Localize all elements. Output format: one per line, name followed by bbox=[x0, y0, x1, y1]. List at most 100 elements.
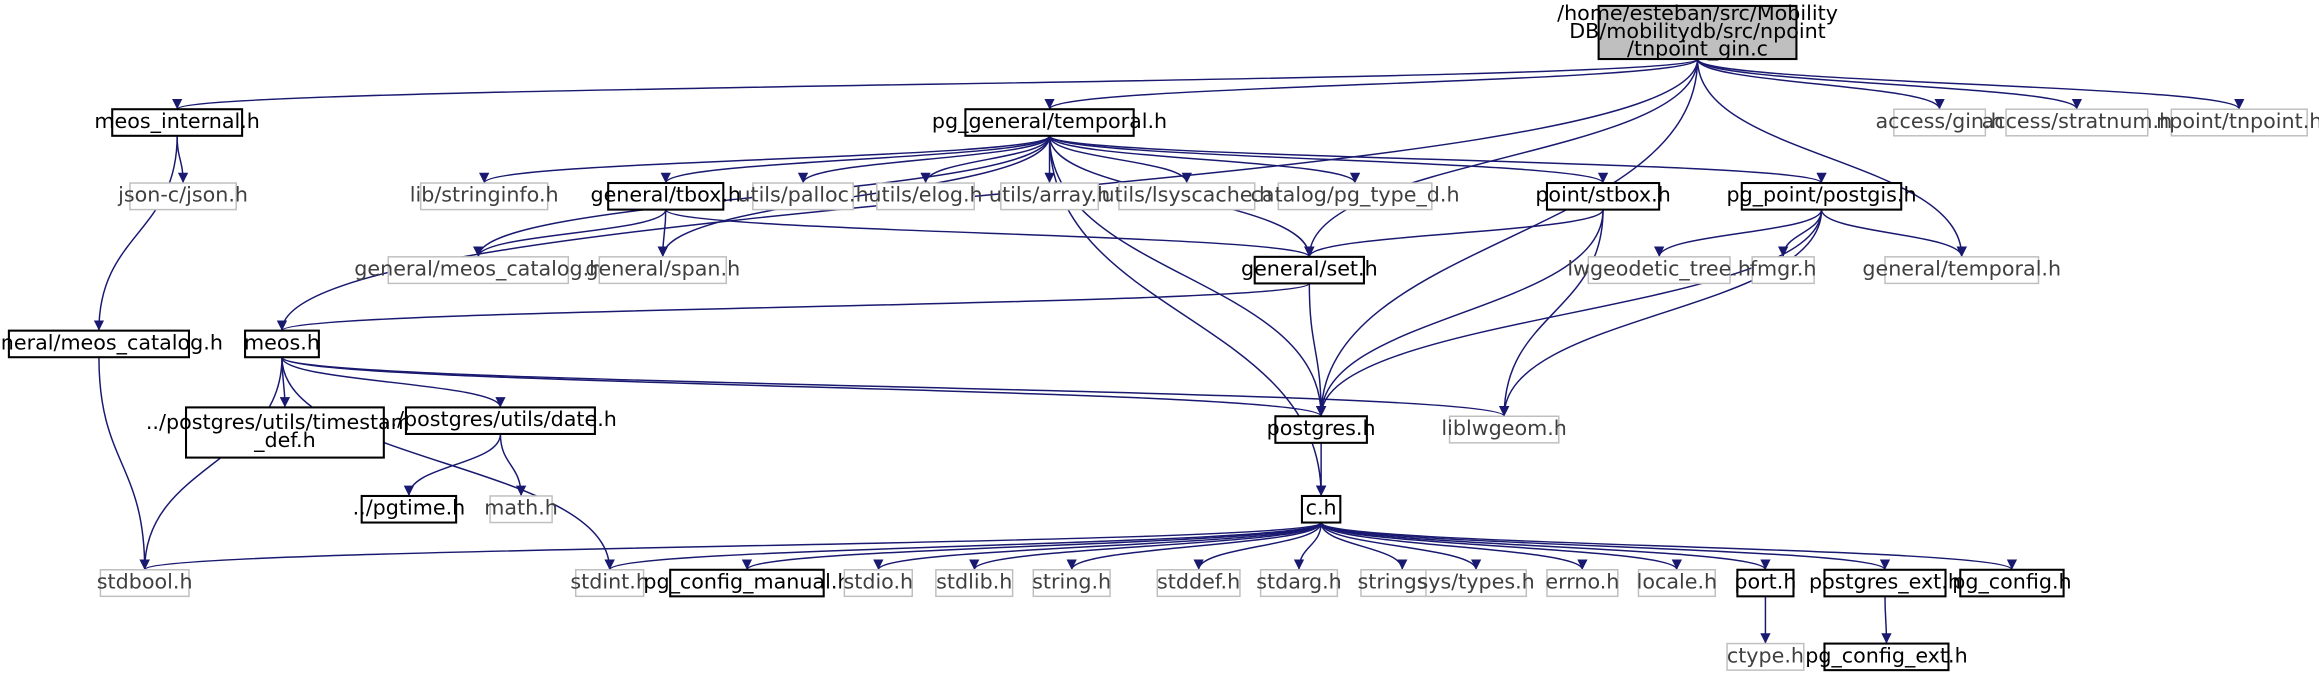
edge-root-to-postgres bbox=[1315, 59, 1699, 417]
node-postgres_ext[interactable]: postgres_ext.h bbox=[1809, 568, 1961, 598]
node-sys_types-box bbox=[1425, 569, 1528, 598]
edge-point_stbox-to-postgres bbox=[1315, 209, 1604, 417]
node-locale-box bbox=[1637, 569, 1716, 598]
node-stddef-box bbox=[1156, 569, 1241, 598]
node-stdint-box bbox=[574, 569, 645, 598]
edge-c-to-sys_types bbox=[1320, 522, 1482, 571]
node-c-box bbox=[1300, 494, 1342, 524]
node-postgres-box bbox=[1274, 415, 1368, 444]
node-lwgeodetic_tree-box bbox=[1587, 256, 1731, 285]
node-timestamp_def[interactable]: ../postgres/utils/timestamp_def.h bbox=[146, 406, 424, 459]
node-c[interactable]: c.h bbox=[1300, 494, 1342, 524]
node-utils_lsyscache: utils/lsyscache.h bbox=[1101, 182, 1272, 211]
node-stdarg-label: stdarg.h bbox=[1256, 569, 1342, 593]
node-meos[interactable]: meos.h bbox=[244, 329, 320, 359]
node-general_meos_catalog[interactable]: general/meos_catalog.h bbox=[0, 329, 223, 359]
node-root[interactable]: /home/esteban/src/MobilityDB/mobilitydb/… bbox=[1557, 1, 1838, 60]
node-date-box bbox=[404, 406, 596, 436]
node-stdbool: stdbool.h bbox=[97, 569, 193, 598]
node-fmgr: fmgr.h bbox=[1750, 256, 1817, 285]
node-stdarg: stdarg.h bbox=[1256, 569, 1342, 598]
node-pg_config_ext-label: pg_config_ext.h bbox=[1805, 643, 1967, 667]
node-stdbool-box bbox=[99, 569, 190, 598]
node-locale-label: locale.h bbox=[1637, 569, 1718, 593]
node-general_meos_catalog_weak-label: general/meos_catalog.h bbox=[354, 257, 602, 281]
node-math-label: math.h bbox=[484, 496, 558, 520]
node-postgres-label: postgres.h bbox=[1267, 416, 1376, 440]
node-catalog_pg_type_d-box bbox=[1277, 182, 1433, 211]
node-utils_elog: utils/elog.h bbox=[868, 182, 983, 211]
edge-c-to-port bbox=[1320, 521, 1771, 571]
node-utils_palloc-box bbox=[752, 182, 854, 211]
edge-meos-to-postgres bbox=[281, 356, 1326, 417]
node-pgtime-box bbox=[360, 494, 458, 524]
edge-pg_general_temporal-to-utils_elog bbox=[920, 135, 1051, 184]
node-general_temporal: general/temporal.h bbox=[1862, 256, 2061, 285]
node-pg_point_postgis[interactable]: pg_point/postgis.h bbox=[1726, 182, 1917, 211]
edge-c-to-string bbox=[1066, 522, 1322, 571]
node-pg_config_ext-box bbox=[1823, 642, 1950, 672]
node-pg_config_ext[interactable]: pg_config_ext.h bbox=[1805, 642, 1968, 672]
node-access_stratnum: access/stratnum.h bbox=[1982, 108, 2173, 137]
node-utils_elog-box bbox=[876, 182, 975, 211]
edge-c-to-stdint bbox=[604, 521, 1322, 571]
node-json_c-box bbox=[129, 182, 237, 211]
edge-c-to-errno bbox=[1320, 522, 1588, 571]
node-postgres_ext-label: postgres_ext.h bbox=[1809, 569, 1961, 593]
node-lib_stringinfo: lib/stringinfo.h bbox=[410, 182, 559, 211]
node-general_tbox-box bbox=[607, 182, 725, 211]
edge-meos-to-stdint bbox=[281, 357, 615, 570]
node-pg_config[interactable]: pg_config.h bbox=[1952, 568, 2072, 598]
node-c-label: c.h bbox=[1306, 496, 1337, 520]
node-stdbool-label: stdbool.h bbox=[97, 569, 193, 593]
node-port[interactable]: port.h bbox=[1734, 568, 1796, 598]
node-npoint_tnpoint-box bbox=[2170, 108, 2308, 137]
node-stddef: stddef.h bbox=[1156, 569, 1241, 598]
edge-meos-to-date bbox=[281, 356, 506, 408]
node-postgres[interactable]: postgres.h bbox=[1267, 415, 1376, 444]
node-pgtime[interactable]: ../pgtime.h bbox=[353, 494, 466, 524]
edge-postgres_ext-to-pg_config_ext bbox=[1881, 596, 1892, 644]
node-meos-label: meos.h bbox=[244, 330, 320, 354]
node-catalog_pg_type_d: catalog/pg_type_d.h bbox=[1251, 182, 1460, 211]
node-fmgr-box bbox=[1751, 256, 1815, 285]
node-point_stbox-box bbox=[1545, 182, 1661, 211]
node-stdint-label: stdint.h bbox=[570, 569, 649, 593]
node-locale: locale.h bbox=[1637, 569, 1718, 598]
node-npoint_tnpoint: npoint/tnpoint.h bbox=[2156, 108, 2319, 137]
edge-root-to-npoint_tnpoint bbox=[1696, 58, 2245, 110]
edge-c-to-pg_config bbox=[1320, 521, 2017, 571]
node-math: math.h bbox=[484, 495, 558, 524]
node-point_stbox[interactable]: point/stbox.h bbox=[1535, 182, 1671, 211]
node-sys_types: sys/types.h bbox=[1417, 569, 1535, 598]
edge-general_set-to-meos bbox=[277, 282, 1311, 332]
node-port-label: port.h bbox=[1734, 569, 1796, 593]
node-utils_array-label: utils/array.h bbox=[989, 183, 1110, 207]
node-date[interactable]: ../postgres/utils/date.h bbox=[384, 406, 617, 436]
node-meos_internal[interactable]: meos_internal.h bbox=[94, 108, 260, 137]
edge-general_tbox-to-general_meos_catalog_weak bbox=[473, 209, 667, 258]
node-stdio-label: stdio.h bbox=[843, 569, 913, 593]
node-liblwgeom-label: liblwgeom.h bbox=[1441, 416, 1566, 440]
node-ctype-box bbox=[1726, 642, 1805, 671]
edge-c-to-stdbool bbox=[140, 521, 1322, 571]
node-pg_point_postgis-label: pg_point/postgis.h bbox=[1726, 183, 1916, 207]
edge-c-to-locale bbox=[1320, 522, 1682, 571]
node-pg_config_manual[interactable]: pg_config_manual.h bbox=[643, 568, 850, 598]
node-timestamp_def-box bbox=[184, 406, 385, 459]
edge-c-to-postgres_ext bbox=[1320, 521, 1890, 571]
node-general_tbox[interactable]: general/tbox.h bbox=[590, 182, 741, 211]
edge-general_tbox-to-general_set bbox=[665, 208, 1315, 258]
node-liblwgeom: liblwgeom.h bbox=[1441, 415, 1567, 444]
node-string-box bbox=[1032, 569, 1111, 598]
node-stdlib-label: stdlib.h bbox=[936, 569, 1012, 593]
node-pg_general_temporal[interactable]: pg_general/temporal.h bbox=[932, 108, 1167, 137]
node-access_stratnum-label: access/stratnum.h bbox=[1982, 109, 2173, 133]
node-general_set[interactable]: general/set.h bbox=[1241, 255, 1378, 285]
node-root-label: DB/mobilitydb/src/npoint bbox=[1569, 19, 1826, 43]
node-lwgeodetic_tree: lwgeodetic_tree.h bbox=[1567, 256, 1751, 285]
edge-meos_internal-to-general_meos_catalog bbox=[93, 135, 178, 331]
edge-pg_general_temporal-to-lib_stringinfo bbox=[479, 135, 1051, 184]
node-stdio: stdio.h bbox=[843, 569, 913, 598]
